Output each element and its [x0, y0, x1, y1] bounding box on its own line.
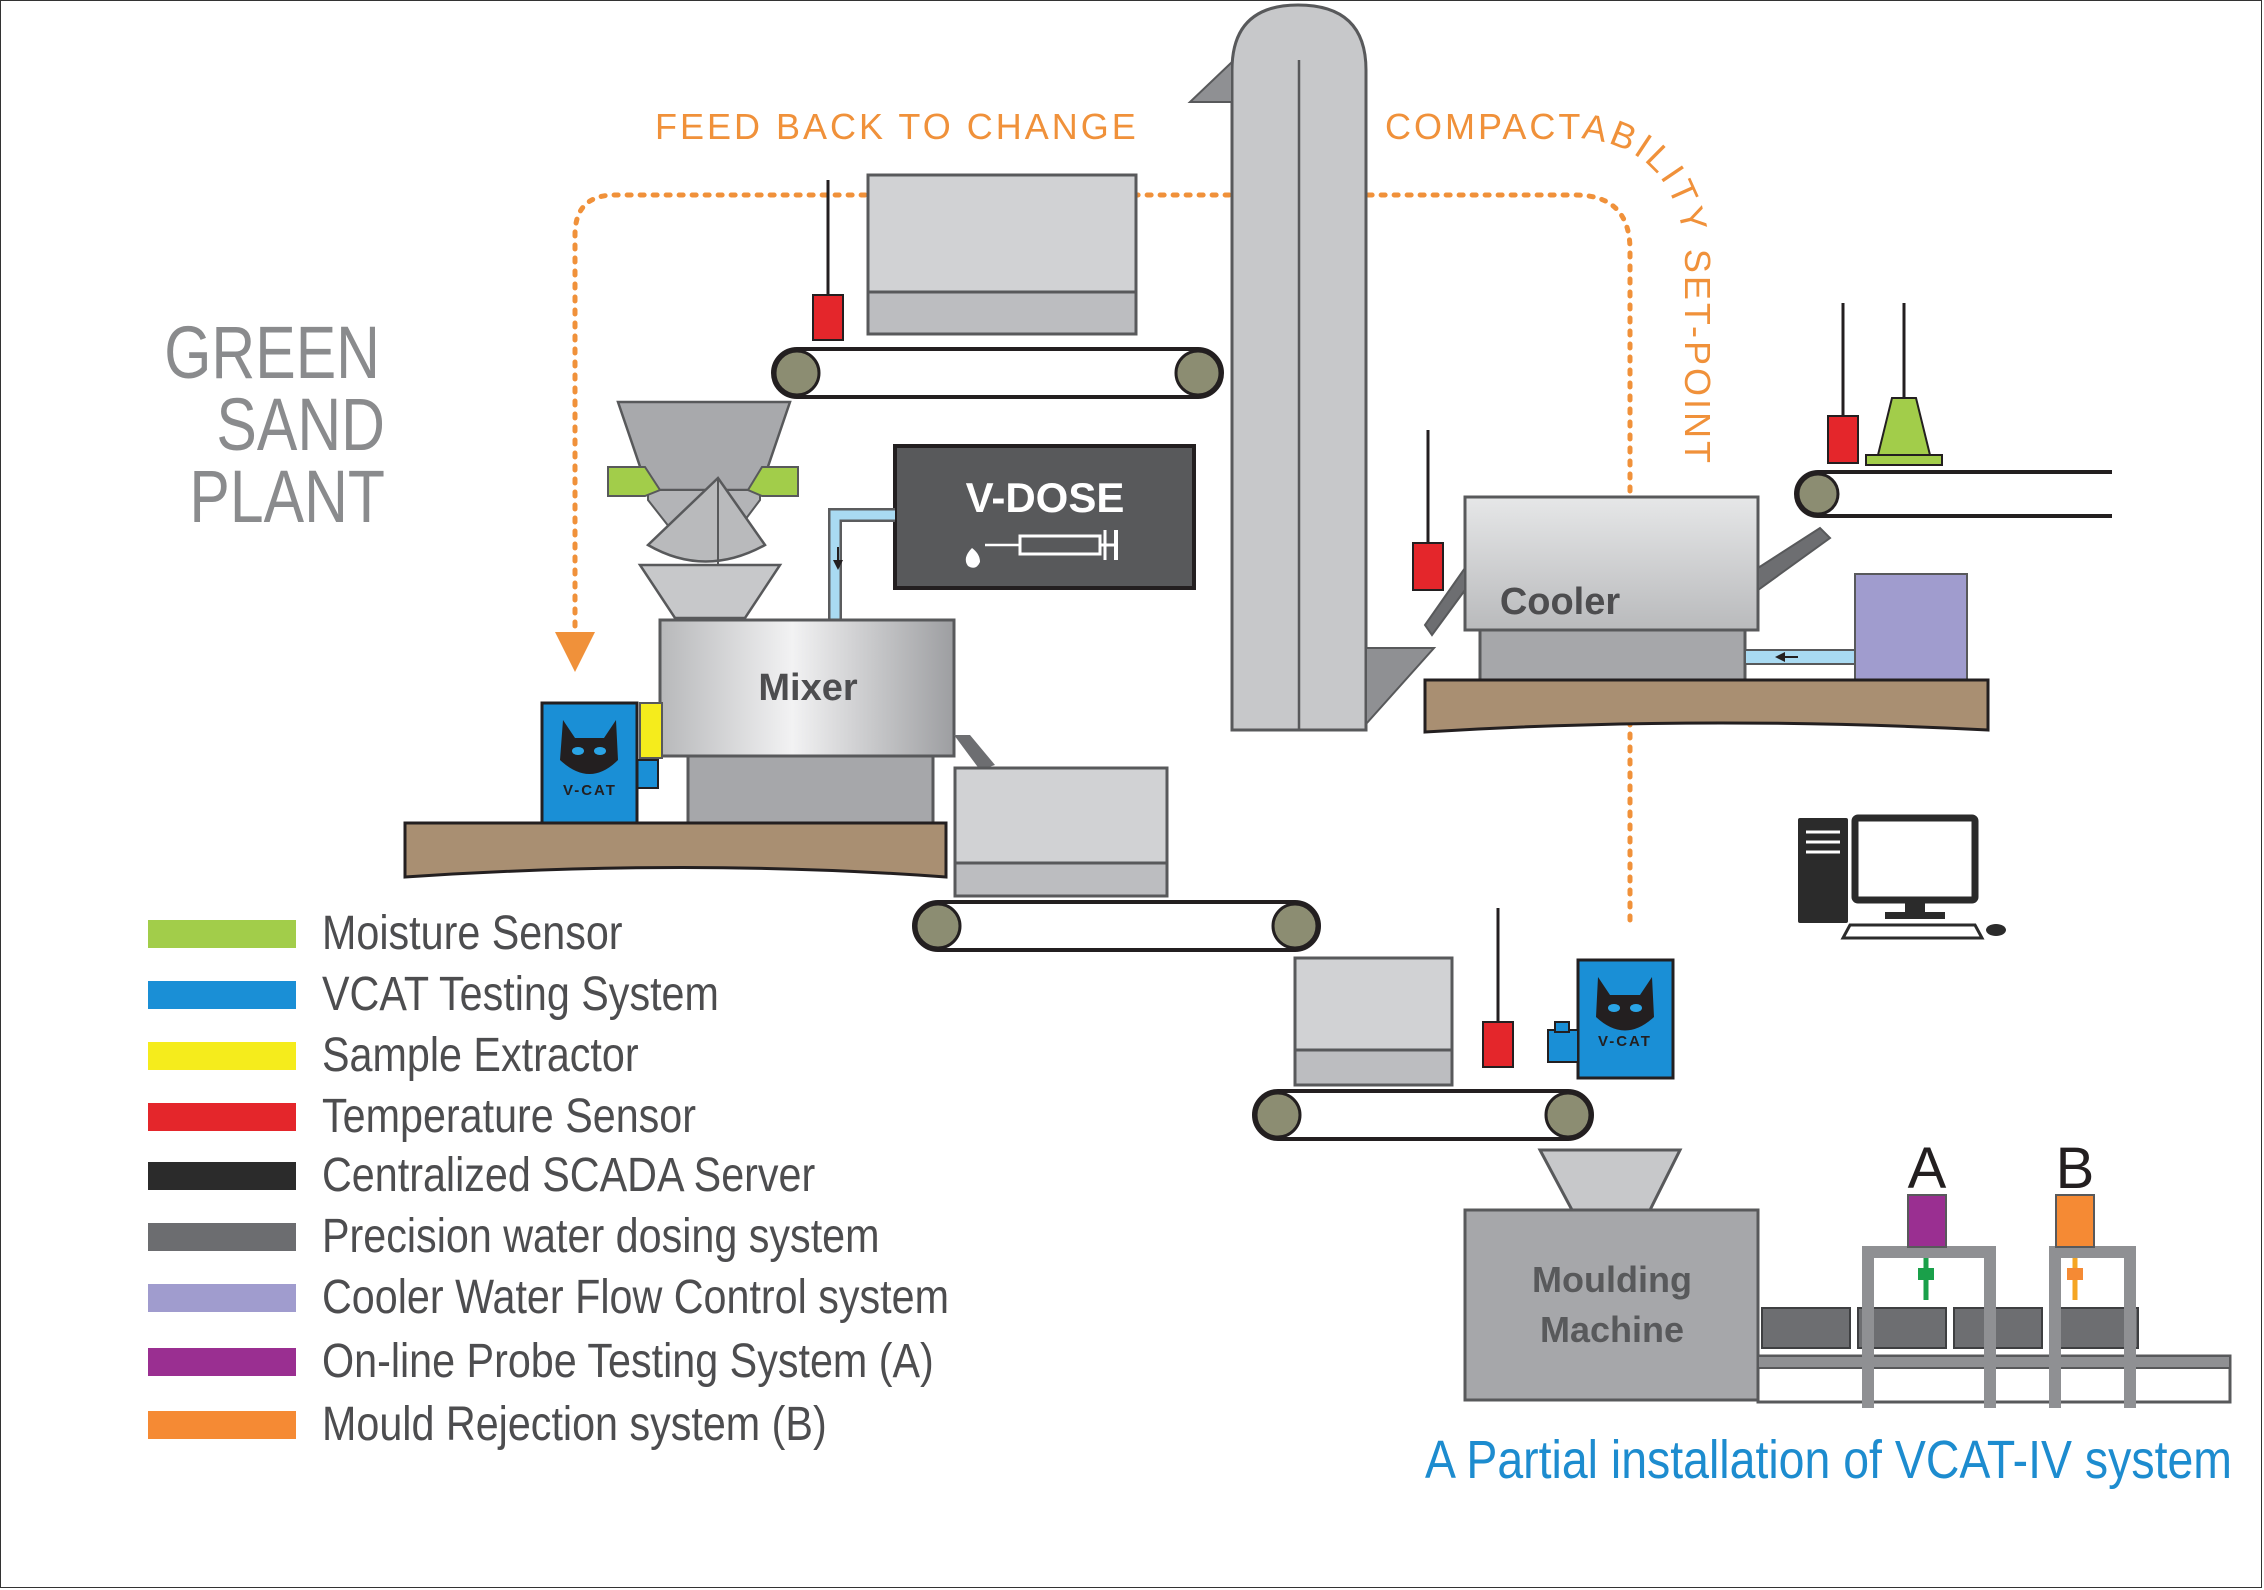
legend-item-cooler-water-flow: Cooler Water Flow Control system — [148, 1269, 1048, 1325]
moulding-machine: Moulding Machine — [1463, 1208, 1760, 1402]
moisture-sensor-mixer — [607, 466, 799, 497]
plant-title: GREEN SAND PLANT — [164, 312, 385, 538]
vcat-unit-mixer: V-CAT — [540, 701, 639, 825]
legend-label: Mould Rejection system (B) — [322, 1398, 827, 1451]
legend-swatch — [148, 1103, 296, 1131]
temperature-sensor-cooler — [1412, 430, 1444, 591]
mixer-floor — [403, 821, 948, 879]
mould-rejection-station-b: B — [2049, 1136, 2136, 1408]
cat-logo-icon — [560, 720, 618, 774]
right-conveyor — [1794, 470, 2112, 518]
legend-swatch — [148, 1284, 296, 1312]
legend-item-moisture-sensor: Moisture Sensor — [148, 905, 1048, 961]
mixer: Mixer — [658, 618, 995, 828]
vcat-label-lower: V-CAT — [1598, 1033, 1652, 1050]
moulding-label-line1: Moulding — [1532, 1259, 1692, 1300]
feedback-left-text: FEED BACK TO CHANGE — [655, 106, 1139, 147]
vdose-unit: V-DOSE — [893, 444, 1196, 590]
legend-item-mould-rejection: Mould Rejection system (B) — [148, 1396, 1048, 1452]
middle-conveyor — [912, 900, 1321, 952]
legend-label: Moisture Sensor — [322, 907, 623, 960]
temperature-sensor-right — [1827, 303, 1859, 464]
cat-logo-icon — [1596, 977, 1654, 1031]
probe-b-letter: B — [2056, 1136, 2095, 1201]
caption: A Partial installation of VCAT-IV system — [1425, 1429, 2232, 1490]
top-hopper — [866, 173, 1138, 336]
moulding-label-line2: Machine — [1540, 1309, 1684, 1350]
legend-swatch — [148, 1042, 296, 1070]
vdose-label: V-DOSE — [966, 474, 1125, 521]
feedback-right-text: COMPACTABILITY SET-POINT — [1385, 106, 1718, 466]
lower-conveyor — [1252, 1089, 1594, 1141]
legend-item-probe-testing: On-line Probe Testing System (A) — [148, 1333, 1048, 1389]
lower-hopper — [1293, 956, 1454, 1087]
legend-label: Sample Extractor — [322, 1029, 639, 1082]
legend-label: Cooler Water Flow Control system — [322, 1271, 950, 1324]
legend-item-sample-extractor: Sample Extractor — [148, 1027, 1048, 1083]
legend-label: Precision water dosing system — [322, 1210, 880, 1263]
scada-computer-icon — [1798, 814, 2006, 940]
legend-label: Temperature Sensor — [322, 1090, 697, 1143]
legend-swatch — [148, 1223, 296, 1251]
temperature-sensor-top — [812, 180, 844, 341]
syringe-icon — [965, 530, 1118, 568]
top-conveyor — [771, 347, 1224, 399]
bucket-elevator — [1187, 3, 1437, 732]
title-line-3: PLANT — [189, 456, 385, 538]
moulding-funnel — [1537, 1148, 1683, 1212]
legend-swatch — [148, 981, 296, 1009]
legend-swatch — [148, 1411, 296, 1439]
sample-extractor-base — [635, 759, 659, 789]
legend-item-vcat-testing-system: VCAT Testing System — [148, 966, 1048, 1022]
moisture-sensor-right — [1865, 303, 1943, 466]
legend-swatch — [148, 1348, 296, 1376]
cooler-water-pipe — [1744, 649, 1856, 665]
title-line-1: GREEN — [164, 312, 380, 394]
legend-swatch — [148, 1162, 296, 1190]
cooler: Cooler — [1423, 495, 1832, 682]
vdose-water-pipe — [828, 508, 895, 620]
probe-a-letter: A — [1908, 1136, 1947, 1201]
probe-testing-station-a: A — [1862, 1136, 1996, 1408]
mixer-label: Mixer — [758, 667, 857, 709]
legend-item-scada-server: Centralized SCADA Server — [148, 1147, 1048, 1203]
legend-swatch — [148, 920, 296, 948]
middle-hopper — [953, 766, 1169, 898]
cooler-water-flow-control — [1854, 573, 1968, 681]
title-line-2: SAND — [216, 384, 385, 466]
mixer-hopper — [616, 400, 792, 620]
cooler-floor — [1423, 678, 1990, 734]
feedback-loop-path — [572, 192, 1633, 923]
temperature-sensor-lower — [1482, 908, 1514, 1068]
legend-item-temperature-sensor: Temperature Sensor — [148, 1088, 1048, 1144]
legend-item-water-dosing: Precision water dosing system — [148, 1208, 1048, 1264]
vcat-unit-lower: V-CAT — [1547, 958, 1675, 1080]
legend-label: Centralized SCADA Server — [322, 1149, 816, 1202]
cooler-label: Cooler — [1500, 581, 1621, 623]
vcat-label-mixer: V-CAT — [563, 782, 617, 799]
feedback-arrowhead — [555, 632, 595, 672]
legend-label: VCAT Testing System — [322, 968, 719, 1021]
sample-extractor — [639, 702, 663, 759]
legend-label: On-line Probe Testing System (A) — [322, 1335, 934, 1388]
